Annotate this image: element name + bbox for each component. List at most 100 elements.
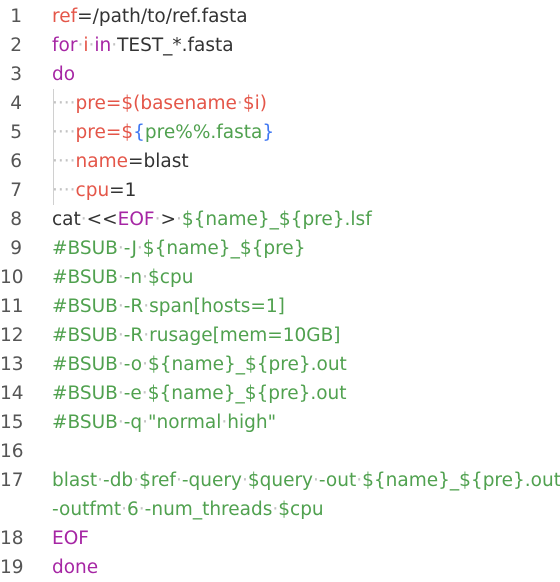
code-line[interactable]: 16 [0, 437, 560, 466]
code-token: ${name}_${pre}.out [147, 383, 347, 404]
line-number: 18 [0, 528, 24, 549]
whitespace-marker: · [175, 209, 182, 230]
code-line[interactable]: 14#BSUB·-e·${name}_${pre}.out [0, 379, 560, 408]
code-line[interactable]: 19 done [0, 553, 560, 582]
line-number: 3 [10, 64, 22, 85]
code-token: $query [247, 470, 314, 491]
code-line[interactable]: 5 ····pre=${pre%%.fasta} [0, 118, 560, 147]
line-number: 5 [10, 122, 22, 143]
line-number: 19 [0, 557, 24, 578]
code-text[interactable]: ····name=blast [52, 147, 189, 176]
whitespace-marker: · [136, 238, 143, 259]
code-text[interactable]: cat·<<EOF·>·${name}_${pre}.lsf [52, 205, 372, 234]
code-line[interactable]: 11#BSUB·-R·span[hosts=1] [0, 292, 560, 321]
code-line[interactable]: 3 do [0, 60, 560, 89]
line-number: 2 [10, 35, 22, 56]
code-text[interactable]: #BSUB·-q·"normal·high" [52, 408, 276, 437]
line-number: 12 [0, 325, 24, 346]
code-token: #BSUB [52, 296, 118, 317]
code-text[interactable]: ····cpu=1 [52, 176, 136, 205]
whitespace-marker: · [133, 470, 140, 491]
code-token: -num_threads [144, 499, 273, 520]
code-token: span[hosts=1] [149, 296, 285, 317]
code-token: #BSUB [52, 325, 118, 346]
whitespace-marker: · [313, 470, 319, 491]
code-token: #BSUB [52, 383, 118, 404]
indent-guide [53, 147, 54, 176]
whitespace-marker: · [141, 383, 148, 404]
code-line[interactable]: 15#BSUB·-q·"normal·high" [0, 408, 560, 437]
code-token: -outfmt [52, 499, 122, 520]
whitespace-marker: · [121, 499, 127, 520]
code-line[interactable]: 9 #BSUB·-J·${name}_${pre} [0, 234, 560, 263]
code-text[interactable]: ref=/path/to/ref.fasta [52, 2, 248, 31]
code-token: pre%%.fasta [144, 122, 263, 143]
line-number: 4 [10, 93, 22, 114]
code-token: #BSUB [52, 412, 118, 433]
code-text[interactable]: #BSUB·-R·span[hosts=1] [52, 292, 285, 321]
code-line[interactable]: 7····cpu=1 [0, 176, 560, 205]
whitespace-marker: ···· [52, 151, 76, 172]
code-token: ${name}_${pre}.out [362, 470, 560, 491]
code-text[interactable]: #BSUB·-n·$cpu [52, 263, 193, 292]
code-text[interactable]: #BSUB·-o·${name}_${pre}.out [52, 350, 347, 379]
whitespace-marker: · [138, 499, 145, 520]
whitespace-marker: · [142, 412, 149, 433]
code-token: ${name}_${pre}.out [147, 354, 347, 375]
code-text[interactable]: ····pre=$(basename·$i) [52, 89, 267, 118]
whitespace-marker: · [117, 325, 124, 346]
code-token: -R [123, 296, 144, 317]
line-number: 10 [0, 267, 24, 288]
code-text[interactable]: #BSUB·-J·${name}_${pre} [52, 234, 305, 263]
code-line[interactable]: 18 EOF [0, 524, 560, 553]
code-token: -db [103, 470, 134, 491]
code-text[interactable]: for·i·in·TEST_*.fasta [52, 31, 234, 60]
whitespace-marker: ···· [52, 122, 76, 143]
code-token: -e [123, 383, 142, 404]
whitespace-marker: · [236, 93, 243, 114]
code-text[interactable]: blast·-db·$ref·-query·$query·-out·${name… [52, 466, 560, 495]
code-token: =/path/to/ref.fasta [77, 6, 248, 27]
code-text[interactable]: EOF [52, 524, 89, 553]
code-token: ${name}_${pre} [142, 238, 306, 259]
code-token: ) [259, 93, 267, 114]
whitespace-marker: · [143, 325, 150, 346]
code-token: -out [318, 470, 357, 491]
code-text[interactable]: #BSUB·-R·rusage[mem=10GB] [52, 321, 341, 350]
whitespace-marker: · [117, 412, 124, 433]
code-line[interactable]: 4····pre=$(basename·$i) [0, 89, 560, 118]
line-number: 16 [0, 441, 24, 462]
code-token: ${name}_${pre}.lsf [181, 209, 372, 230]
code-token: -J [123, 238, 137, 259]
indent-guide [53, 89, 54, 118]
code-text[interactable]: -outfmt·6·-num_threads·$cpu [52, 495, 324, 524]
code-line[interactable]: 12 #BSUB·-R·rusage[mem=10GB] [0, 321, 560, 350]
code-line[interactable]: 6····name=blast [0, 147, 560, 176]
code-token: -R [123, 325, 144, 346]
line-number: 15 [0, 412, 24, 433]
code-text[interactable]: ····pre=${pre%%.fasta} [52, 118, 274, 147]
code-token: high" [227, 412, 277, 433]
code-token: cpu [75, 180, 110, 201]
whitespace-marker: · [111, 35, 118, 56]
code-token: pre [75, 93, 106, 114]
code-line-wrap[interactable]: -outfmt·6·-num_threads·$cpu [0, 495, 560, 524]
code-text[interactable]: #BSUB·-e·${name}_${pre}.out [52, 379, 347, 408]
code-token: i [83, 35, 89, 56]
code-token: #BSUB [52, 267, 118, 288]
whitespace-marker: · [117, 238, 124, 259]
code-token: for [52, 35, 78, 56]
whitespace-marker: · [117, 267, 124, 288]
code-line[interactable]: 13#BSUB·-o·${name}_${pre}.out [0, 350, 560, 379]
code-text[interactable]: do [52, 60, 75, 89]
whitespace-marker: · [241, 470, 248, 491]
code-token: -o [123, 354, 143, 375]
code-text[interactable]: done [52, 553, 98, 582]
code-line[interactable]: 10 #BSUB·-n·$cpu [0, 263, 560, 292]
line-number: 9 [10, 238, 22, 259]
